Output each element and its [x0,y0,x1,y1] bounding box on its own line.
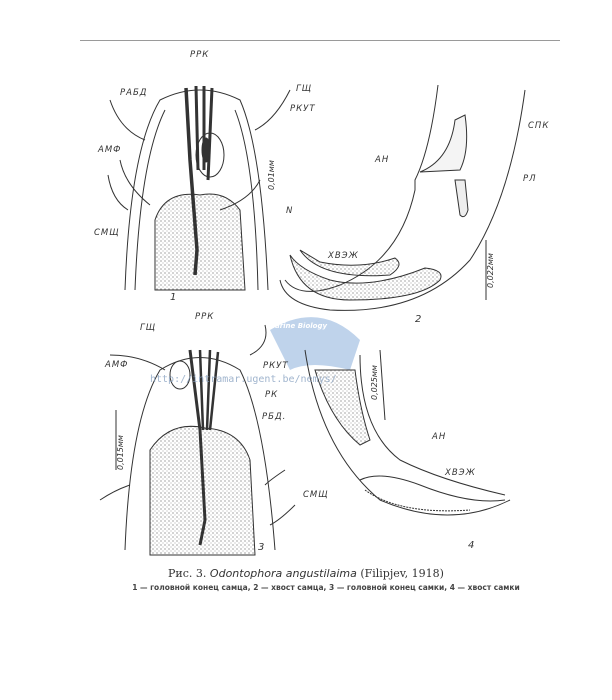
label-smsh: СМЩ [303,490,329,500]
watermark-logo [270,317,360,370]
panel3-drawing [99,324,296,556]
label-spk: СПК [528,121,550,131]
label-gsh: ГЩ [140,323,157,333]
label-rabd: РАБД [120,88,148,98]
label-rrk: РРК [190,50,210,60]
label-khvezh: ХВЭЖ [328,251,359,261]
panel-number: 2 [415,314,422,325]
species-name: Odontophora angustilaima [209,567,357,580]
panel-number: 4 [468,540,475,551]
panel1-drawing [107,85,291,291]
label-an: АН [432,432,447,442]
label-amf: АМФ [105,360,129,370]
label-amf: АМФ [98,145,122,155]
label-rk: РК [265,390,279,400]
page-top-rule [80,40,560,41]
label-rkut: РКУТ [290,104,316,114]
label-rkut: РКУТ [263,361,289,371]
label-n: N [286,206,294,216]
label-gsh: ГЩ [296,84,313,94]
label-smsh: СМЩ [94,228,120,238]
label-rl: РЛ [523,174,537,184]
watermark-logo-text: Marine Biology [268,322,328,330]
figure-legend: 1 — головной конец самца, 2 — хвост самц… [132,583,520,592]
authority: (Filipjev, 1918) [360,567,444,580]
figure-caption: Рис. 3. Odontophora angustilaima (Filipj… [0,567,612,581]
scale-bar-label: 0,025мм [370,365,379,400]
label-khvezh: ХВЭЖ [445,468,476,478]
label-rrk: РРК [195,312,215,322]
scale-bar-label: 0,022мм [486,253,495,288]
scale-bar-label: 0,015мм [116,435,125,470]
panel-number: 3 [258,542,265,553]
panel4-drawing [304,349,511,516]
label-an: АН [375,155,390,165]
label-rbd: РБД. [262,412,287,422]
caption-prefix: Рис. 3. [168,567,207,580]
scale-bar-label: 0,01мм [267,160,276,190]
panel-number: 1 [170,292,177,303]
panel2-drawing [279,84,526,311]
watermark-url: http://intramar.ugent.be/nemys/ [150,374,337,385]
